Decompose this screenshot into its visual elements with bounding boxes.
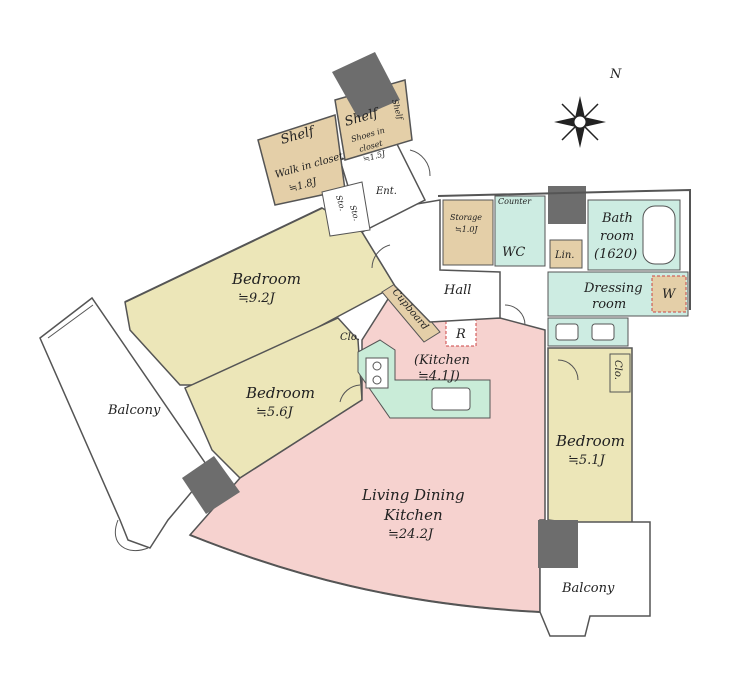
compass-north-label: N (609, 67, 622, 82)
kitchen-name: (Kitchen (414, 353, 470, 368)
refrigerator-label: R (455, 327, 466, 342)
bedroom-right-size: ≒5.1J (568, 453, 606, 468)
balcony-right-label: Balcony (561, 581, 615, 596)
sink (431, 387, 471, 411)
cupboard-area (381, 281, 441, 343)
bath-line3: (1620) (594, 247, 637, 262)
sto-label-2: Sto. (348, 204, 361, 222)
linen-label: Lin. (554, 250, 574, 261)
sto-label-1: Sto. (334, 194, 347, 212)
structural-walls (124, 52, 691, 613)
sto-closets (321, 181, 371, 237)
balcony-left-label: Balcony (107, 403, 161, 418)
bedroom-right-name: Bedroom (555, 432, 625, 450)
storage-area (442, 199, 494, 266)
bedroom-large-size: ≒9.2J (238, 291, 276, 306)
wc-label: WC (502, 245, 525, 260)
closet-right (609, 353, 631, 393)
bedroom-middle-name: Bedroom (245, 384, 315, 402)
bathtub (642, 205, 676, 265)
counter-label: Counter (498, 197, 532, 206)
washer-label: W (662, 287, 677, 302)
kitchen-size: ≒4.1J) (418, 369, 460, 384)
storage-name: Storage (450, 213, 482, 222)
balcony-left (39, 296, 211, 552)
dressing-line1: Dressing (583, 281, 643, 296)
stove (365, 357, 389, 389)
linen-area (549, 239, 583, 269)
storage-size: ≒1.0J (455, 225, 478, 234)
doors (339, 149, 579, 403)
closet-middle-label: Clo. (340, 332, 360, 343)
closet-right-label: Clo. (612, 360, 623, 380)
bath-line1: Bath (601, 211, 633, 226)
washer-area (651, 275, 687, 313)
bedroom-middle-size: ≒5.6J (256, 405, 294, 420)
compass-rose-icon (554, 96, 606, 148)
wc-area (494, 195, 546, 267)
entrance-label: Ent. (375, 186, 397, 197)
ldk-size: ≒24.2J (388, 527, 434, 542)
ldk-line1: Living Dining (361, 486, 465, 504)
dressing-line2: room (592, 297, 626, 312)
bath-line2: room (600, 229, 634, 244)
hall-label: Hall (443, 283, 471, 298)
ldk-line2: Kitchen (383, 506, 443, 524)
bedroom-large-name: Bedroom (231, 270, 301, 288)
